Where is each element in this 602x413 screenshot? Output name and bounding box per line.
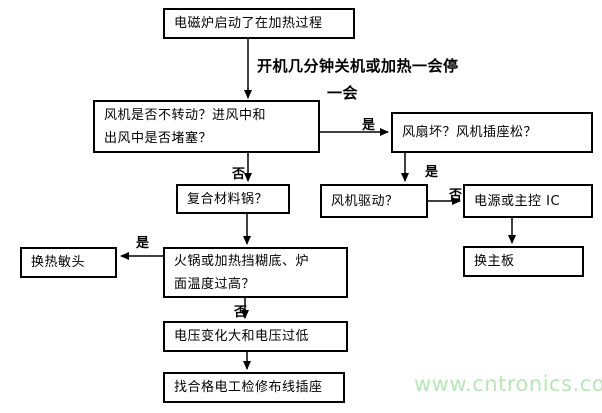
condition-note-line2: 一会: [327, 84, 359, 102]
node-power-ic: 电源或主控 IC: [463, 184, 593, 218]
node-fan-check: 风机是否不转动？进风中和 出风中是否堵塞？: [93, 100, 320, 153]
node-voltage-issue: 电压变化大和电压过低: [163, 321, 348, 352]
watermark: www.cntronics.com: [414, 372, 602, 396]
edge-label-overheat-no: 否: [234, 305, 248, 320]
edge-label-overheat-yes: 是: [136, 236, 150, 251]
node-start: 电磁炉启动了在加热过程: [163, 8, 355, 39]
edge-label-fan-no: 否: [232, 167, 246, 182]
edge-label-fan-yes: 是: [362, 118, 376, 133]
node-replace-mainboard: 换主板: [463, 246, 584, 277]
edge-label-drive-no: 否: [449, 188, 463, 203]
node-pot-overheat: 火锅或加热挡糊底、炉 面温度过高？: [163, 247, 348, 298]
node-replace-thermal-head: 换热敏头: [20, 247, 117, 278]
node-electrician: 找合格电工检修布线插座: [163, 372, 345, 403]
edge-label-drive-yes: 是: [425, 165, 439, 180]
node-fan-drive: 风机驱动？: [320, 184, 428, 218]
condition-note-line1: 开机几分钟关机或加热一会停: [257, 57, 459, 75]
node-fan-broken: 风扇坏？风机插座松？: [391, 112, 593, 153]
node-composite-pot: 复合材料锅？: [176, 184, 290, 214]
